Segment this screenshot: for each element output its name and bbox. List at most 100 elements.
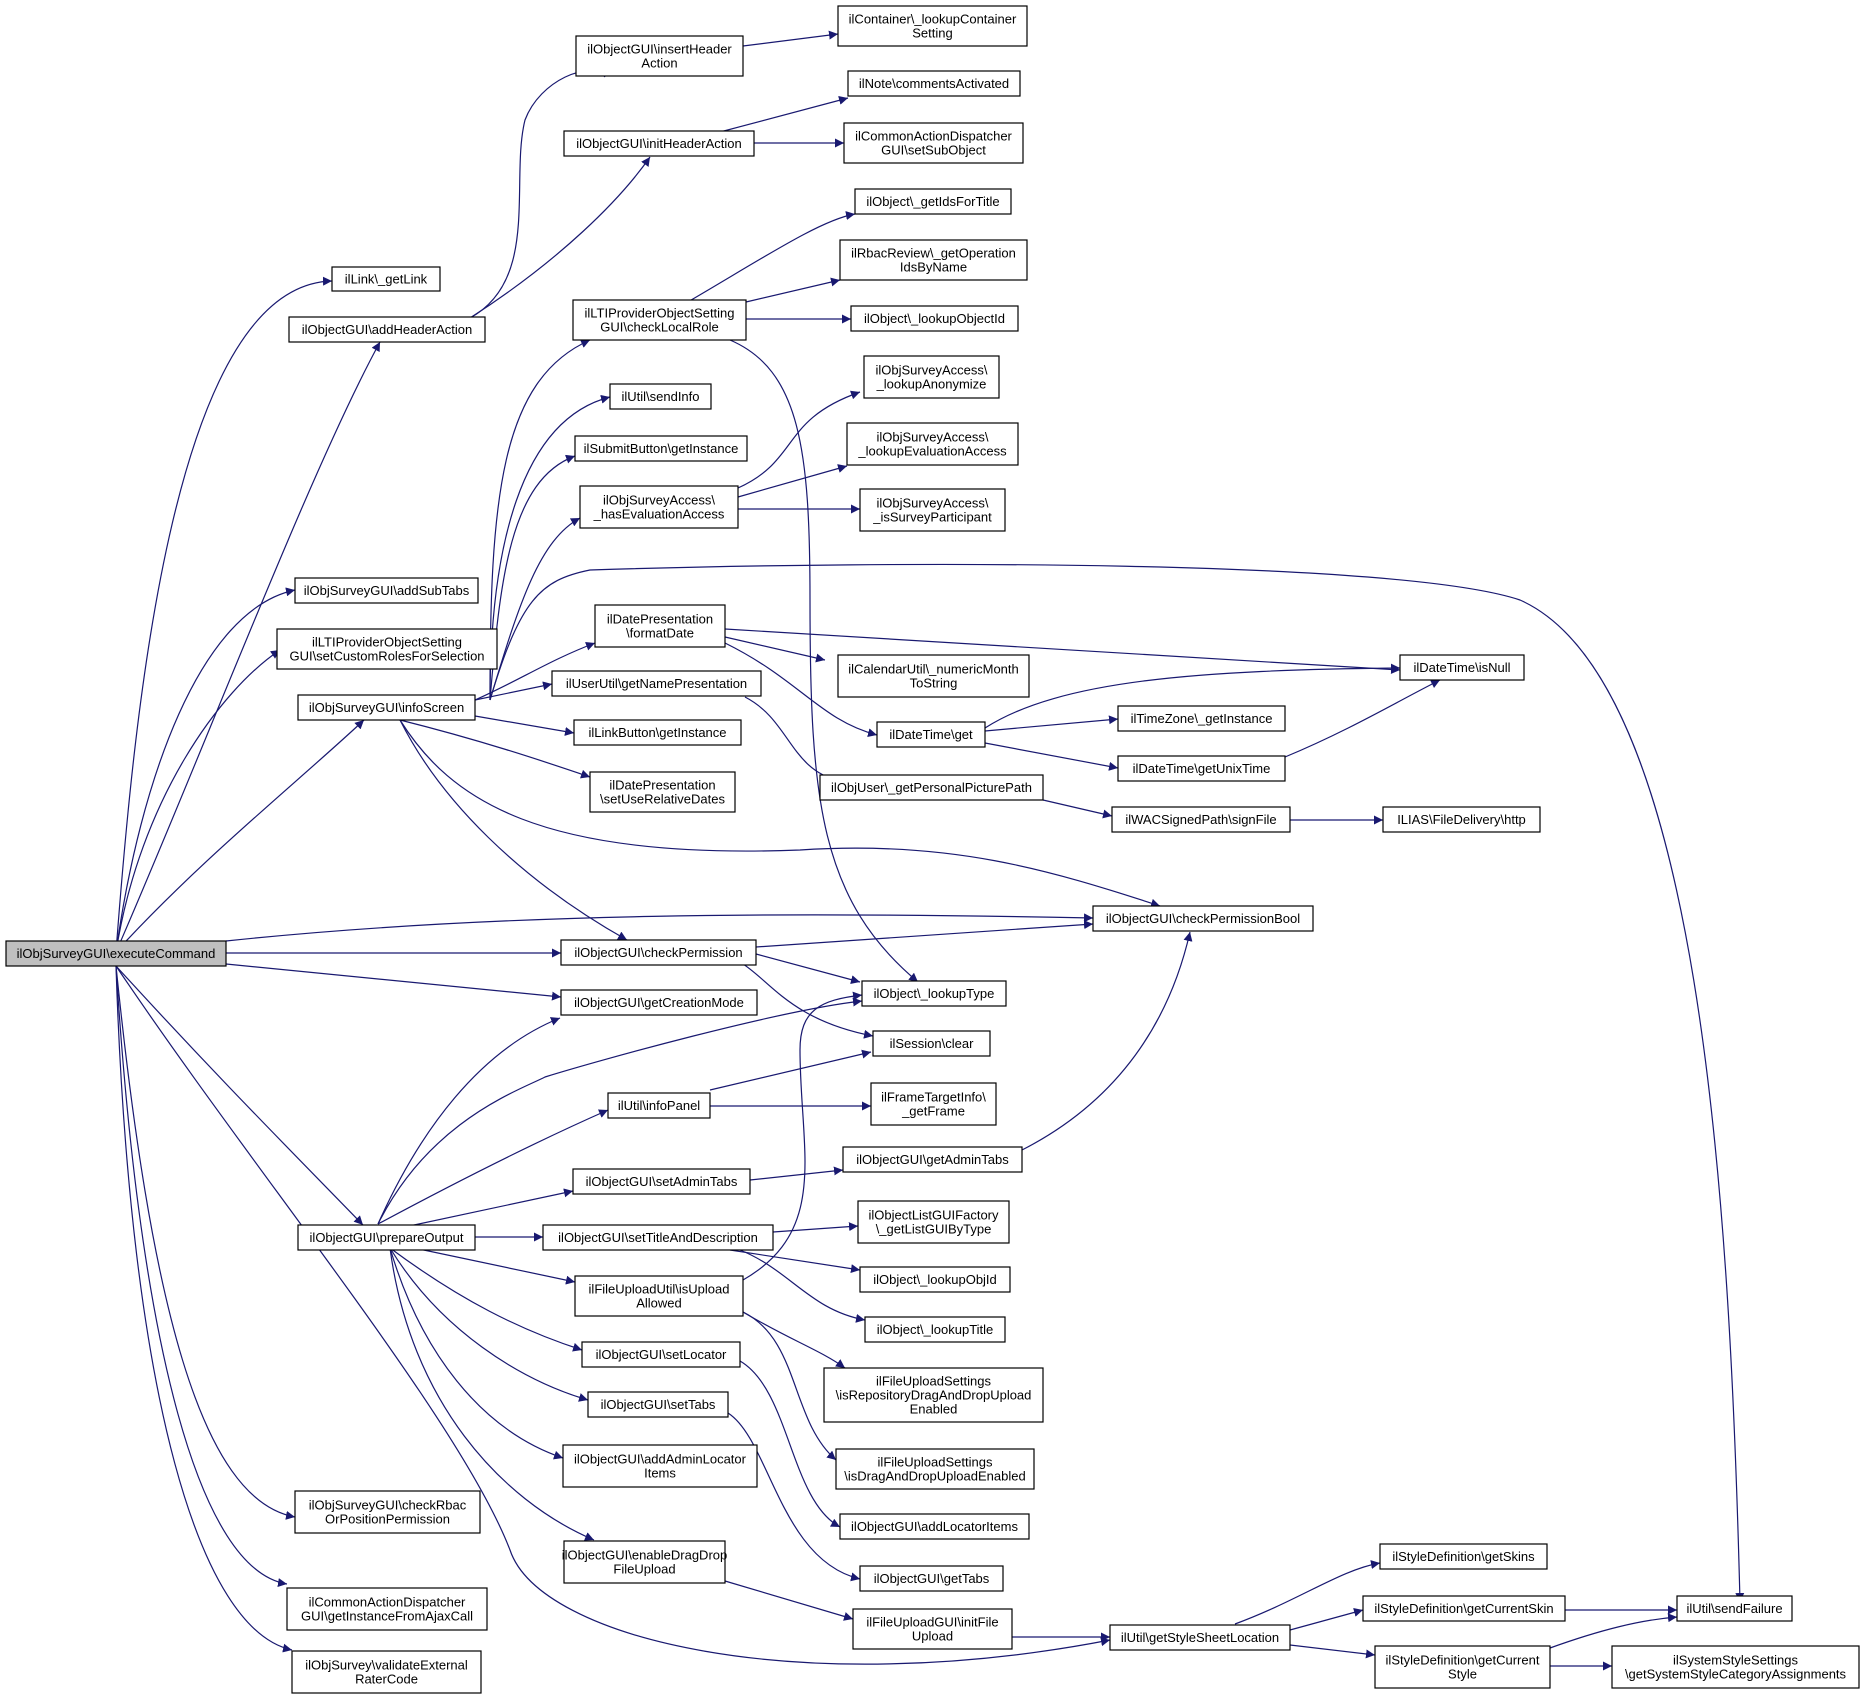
node-root[interactable]: ilObjSurveyGUI\executeCommand — [5, 940, 227, 967]
node-isRepoDnD[interactable]: ilFileUploadSettings\isRepositoryDragAnd… — [823, 1367, 1044, 1423]
node-label: ilObjectGUI\checkPermissionBool — [1106, 911, 1300, 926]
node-sessionClear[interactable]: ilSession\clear — [872, 1030, 991, 1057]
node-label: _getFrame — [901, 1104, 965, 1119]
node-lookupObjectId[interactable]: ilObject\_lookupObjectId — [850, 305, 1019, 332]
node-commentsActivated[interactable]: ilNote\commentsActivated — [847, 70, 1021, 97]
node-label: ilNote\commentsActivated — [859, 76, 1009, 91]
edge-isUploadAllowed-isDnD — [742, 1311, 837, 1461]
node-lookupObjId[interactable]: ilObject\_lookupObjId — [859, 1266, 1011, 1293]
node-box — [573, 719, 742, 746]
node-setAdminTabs[interactable]: ilObjectGUI\setAdminTabs — [572, 1168, 751, 1195]
node-box — [857, 1200, 1010, 1244]
node-signFile[interactable]: ilWACSignedPath\signFile — [1111, 806, 1291, 833]
node-setCustomRoles[interactable]: ilLTIProviderObjectSettingGUI\setCustomR… — [276, 628, 498, 670]
node-dtIsNull[interactable]: ilDateTime\isNull — [1399, 654, 1525, 681]
node-box — [864, 1316, 1006, 1343]
node-getCreationMode[interactable]: ilObjectGUI\getCreationMode — [560, 989, 758, 1016]
node-getCurrentSkin[interactable]: ilStyleDefinition\getCurrentSkin — [1362, 1595, 1566, 1622]
node-getUnixTime[interactable]: ilDateTime\getUnixTime — [1117, 755, 1286, 782]
node-checkPermissionBool[interactable]: ilObjectGUI\checkPermissionBool — [1092, 905, 1314, 932]
node-infoPanel[interactable]: ilUtil\infoPanel — [607, 1092, 711, 1119]
node-tzGetInstance[interactable]: ilTimeZone\_getInstance — [1117, 705, 1286, 732]
node-addHeaderAction[interactable]: ilObjectGUI\addHeaderAction — [288, 316, 486, 343]
edge-addHeaderAction-initHeaderAction — [469, 156, 651, 319]
node-setTabs[interactable]: ilObjectGUI\setTabs — [587, 1391, 729, 1418]
node-box — [1092, 905, 1314, 932]
node-box — [609, 383, 712, 410]
node-isSurveyParticipant[interactable]: ilObjSurveyAccess\_isSurveyParticipant — [859, 488, 1006, 532]
node-linkGetInstance[interactable]: ilLinkButton\getInstance — [573, 719, 742, 746]
node-prepareOutput[interactable]: ilObjectGUI\prepareOutput — [297, 1224, 476, 1251]
node-box — [589, 771, 736, 813]
node-getInstanceFromAjax[interactable]: ilCommonActionDispatcherGUI\getInstanceF… — [286, 1587, 488, 1631]
node-label: Setting — [912, 26, 952, 41]
node-getAdminTabs[interactable]: ilObjectGUI\getAdminTabs — [842, 1146, 1023, 1173]
node-label: ilRbacReview\_getOperation — [851, 246, 1016, 261]
node-setUseRelativeDates[interactable]: ilDatePresentation\setUseRelativeDates — [589, 771, 736, 813]
node-getTabs[interactable]: ilObjectGUI\getTabs — [859, 1565, 1004, 1592]
node-submitGetInstance[interactable]: ilSubmitButton\getInstance — [574, 435, 748, 462]
node-isDnD[interactable]: ilFileUploadSettings\isDragAndDropUpload… — [835, 1448, 1035, 1490]
node-hasEvaluationAccess[interactable]: ilObjSurveyAccess\_hasEvaluationAccess — [579, 485, 739, 529]
node-label: ilUtil\getStyleSheetLocation — [1121, 1630, 1279, 1645]
node-getListGUIByType[interactable]: ilObjectListGUIFactory\_getListGUIByType — [857, 1200, 1010, 1244]
node-checkPermission[interactable]: ilObjectGUI\checkPermission — [560, 939, 757, 966]
node-fdHttp[interactable]: ILIAS\FileDelivery\http — [1382, 806, 1541, 833]
edge-dtGet-dtIsNull — [984, 663, 1401, 729]
node-lookupTitle[interactable]: ilObject\_lookupTitle — [864, 1316, 1006, 1343]
node-sendInfo[interactable]: ilUtil\sendInfo — [609, 383, 712, 410]
node-namePresentation[interactable]: ilUserUtil\getNamePresentation — [551, 670, 762, 697]
node-getLink[interactable]: ilLink\_getLink — [331, 266, 441, 292]
node-getIdsForTitle[interactable]: ilObject\_getIdsForTitle — [854, 188, 1012, 215]
node-sysStyleSettings[interactable]: ilSystemStyleSettings\getSystemStyleCate… — [1611, 1645, 1860, 1689]
node-getStyleSheetLocation[interactable]: ilUtil\getStyleSheetLocation — [1109, 1624, 1291, 1651]
edge-root-setCustomRoles — [115, 649, 281, 953]
node-label: ilObjSurveyGUI\infoScreen — [309, 700, 464, 715]
node-checkRbac[interactable]: ilObjSurveyGUI\checkRbacOrPositionPermis… — [294, 1490, 481, 1534]
node-box — [854, 188, 1012, 215]
edge-hasEval-lookupEvaluationAccess — [737, 464, 848, 498]
node-infoScreen[interactable]: ilObjSurveyGUI\infoScreen — [297, 694, 476, 721]
node-label: Enabled — [910, 1402, 958, 1417]
node-lookupEvaluationAccess[interactable]: ilObjSurveyAccess\_lookupEvaluationAcces… — [846, 422, 1019, 466]
node-checkLocalRole[interactable]: ilLTIProviderObjectSettingGUI\checkLocal… — [572, 299, 747, 341]
node-box — [850, 305, 1019, 332]
node-dtGet[interactable]: ilDateTime\get — [876, 721, 986, 748]
node-addLocatorItems[interactable]: ilObjectGUI\addLocatorItems — [839, 1513, 1030, 1540]
node-label: OrPositionPermission — [325, 1512, 450, 1527]
edge-prepareOutput-setTabs — [389, 1247, 589, 1402]
node-sendFailure[interactable]: ilUtil\sendFailure — [1676, 1595, 1793, 1622]
node-setTitleAndDescription[interactable]: ilObjectGUI\setTitleAndDescription — [542, 1224, 774, 1251]
node-getPersonalPicturePath[interactable]: ilObjUser\_getPersonalPicturePath — [819, 774, 1044, 801]
edge-root-checkRbac — [115, 965, 296, 1520]
edge-prepareOutput-setLocator — [389, 1247, 583, 1352]
edge-root-getInstanceFromAjax — [115, 965, 288, 1587]
node-box — [1117, 705, 1286, 732]
node-label: _lookupEvaluationAccess — [857, 444, 1007, 459]
node-lookupAnonymize[interactable]: ilObjSurveyAccess\_lookupAnonymize — [863, 355, 1000, 399]
call-nodes: ilObjSurveyGUI\executeCommand ilLink\_get… — [5, 5, 1860, 1694]
node-initHeaderAction[interactable]: ilObjectGUI\initHeaderAction — [563, 130, 755, 157]
edge-infoScreen-setUseRelativeDates — [399, 719, 591, 779]
node-label: ilObjectGUI\addHeaderAction — [302, 322, 473, 337]
node-getSkins[interactable]: ilStyleDefinition\getSkins — [1379, 1543, 1548, 1570]
node-box — [837, 5, 1028, 47]
node-label: ilFileUploadSettings — [876, 1374, 991, 1389]
node-formatDate[interactable]: ilDatePresentation\formatDate — [594, 604, 726, 648]
node-addSubTabs[interactable]: ilObjSurveyGUI\addSubTabs — [294, 577, 479, 604]
node-getFrame[interactable]: ilFrameTargetInfo\_getFrame — [870, 1082, 997, 1126]
node-setLocator[interactable]: ilObjectGUI\setLocator — [581, 1341, 741, 1368]
node-lookupType[interactable]: ilObject\_lookupType — [861, 980, 1007, 1007]
node-label: ilObjUser\_getPersonalPicturePath — [831, 780, 1032, 795]
